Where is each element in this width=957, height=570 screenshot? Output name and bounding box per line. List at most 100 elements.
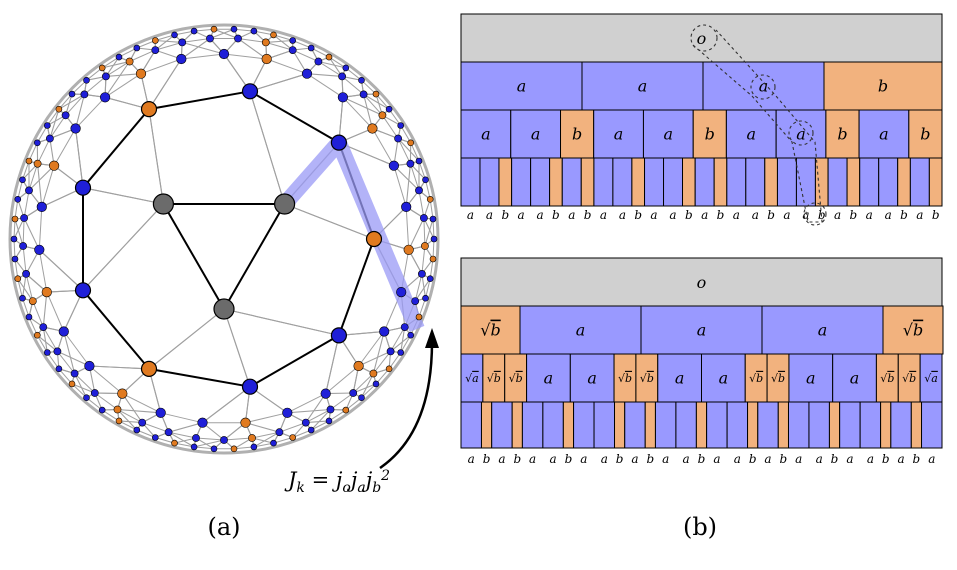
tree-cell-label: √a — [465, 372, 479, 385]
tiling-edge — [409, 163, 420, 191]
tiling-edge — [284, 203, 375, 240]
tree-cell-a — [654, 401, 677, 449]
tiling-edge — [57, 350, 90, 367]
tree-cell-label: √b — [509, 372, 523, 385]
tiling-edge — [102, 60, 130, 69]
tree-cell-b — [511, 401, 523, 449]
node-a — [74, 179, 92, 196]
node-b — [270, 31, 277, 39]
tiling-edge — [89, 365, 150, 370]
node-a — [25, 186, 33, 195]
sequence-letter: b — [780, 452, 788, 466]
tiling-edge — [42, 326, 58, 352]
tiling-edge — [136, 40, 156, 49]
tiling-edge — [306, 73, 344, 98]
tiling-edge — [358, 350, 391, 367]
tiling-edge — [22, 298, 30, 318]
node-a — [58, 326, 69, 337]
tiling-edge — [148, 367, 251, 388]
tiling-edge — [13, 238, 16, 260]
node-center — [152, 193, 174, 215]
tiling-edge — [75, 94, 85, 129]
tiling-edge — [373, 351, 391, 374]
tiling-edge — [405, 206, 410, 250]
tiling-edge — [249, 91, 286, 205]
tree-cell-a — [921, 401, 943, 449]
node-a — [385, 105, 393, 113]
node-a — [326, 405, 335, 414]
tree-cell-a — [725, 109, 777, 159]
tree-cell-label: b — [920, 125, 930, 144]
tiling-edge — [14, 218, 24, 247]
tiling-edge — [63, 331, 76, 374]
node-a — [429, 215, 437, 223]
tree-cell-a — [511, 157, 532, 207]
tiling-edge — [273, 34, 293, 41]
node-a — [400, 323, 409, 331]
current-operator-label: Jk = jojajb2 — [284, 468, 390, 496]
tree-cell-label: a — [850, 369, 860, 388]
tiling-edge — [361, 79, 377, 95]
node-a — [307, 44, 315, 52]
tiling-edge — [28, 316, 38, 336]
tree-cell-label: a — [697, 321, 707, 340]
tiling-edge — [117, 409, 138, 431]
tree-cell-label: b — [837, 125, 847, 144]
tree-cell-a — [663, 157, 684, 207]
tiling-edge — [74, 373, 96, 394]
node-b — [240, 417, 251, 428]
tiling-edge — [180, 38, 211, 60]
sequence-letter: a — [467, 208, 474, 222]
node-a — [337, 92, 349, 103]
tiling-edge — [17, 278, 23, 299]
tiling-edge — [49, 115, 67, 139]
tiling-edge — [352, 373, 374, 394]
tiling-edge — [82, 108, 150, 189]
tiling-edge — [251, 431, 280, 439]
tiling-edge — [408, 217, 425, 251]
tiling-edge — [58, 93, 85, 110]
tree-cell-a — [460, 157, 481, 207]
node-a — [330, 134, 347, 151]
tiling-edge — [233, 446, 254, 450]
sequence-letter: b — [634, 208, 642, 222]
arrow-shaft — [379, 341, 434, 470]
tiling-edge — [429, 199, 434, 220]
sequence-letter: a — [816, 452, 823, 466]
node-b — [41, 287, 52, 298]
node-a — [190, 27, 198, 35]
node-a — [325, 417, 333, 425]
tiling-edge — [233, 28, 254, 32]
tiling-edge — [104, 73, 142, 98]
tiling-edge — [160, 412, 203, 424]
node-a — [115, 53, 123, 61]
tiling-edge — [155, 41, 183, 51]
node-b — [230, 445, 238, 453]
tiling-edge — [273, 437, 293, 444]
node-a — [270, 439, 277, 447]
tiling-edge — [223, 308, 251, 387]
tiling-edge — [37, 138, 51, 164]
tiling-edge — [122, 393, 161, 414]
tiling-edge — [397, 138, 411, 164]
node-a — [192, 434, 200, 442]
node-a — [84, 360, 95, 372]
tiling-edge — [306, 73, 343, 77]
tree-cell-a — [593, 157, 614, 207]
tiling-edge — [425, 179, 431, 200]
tree-cell-a — [460, 61, 583, 111]
tiling-edge — [318, 61, 343, 77]
sequence-letter: b — [913, 452, 921, 466]
tiling-edge — [182, 41, 225, 55]
tiling-edge — [410, 142, 420, 162]
tree-cell-b — [549, 157, 563, 207]
sequence-letter: b — [616, 452, 624, 466]
tiling-edge — [22, 160, 30, 180]
node-a — [407, 331, 415, 339]
sequence-letter: a — [846, 452, 853, 466]
sequence-letter: a — [529, 452, 536, 466]
tiling-edge — [375, 368, 390, 385]
tiling-edge — [71, 79, 87, 95]
node-b — [385, 365, 393, 373]
sequence-letter: a — [867, 452, 874, 466]
